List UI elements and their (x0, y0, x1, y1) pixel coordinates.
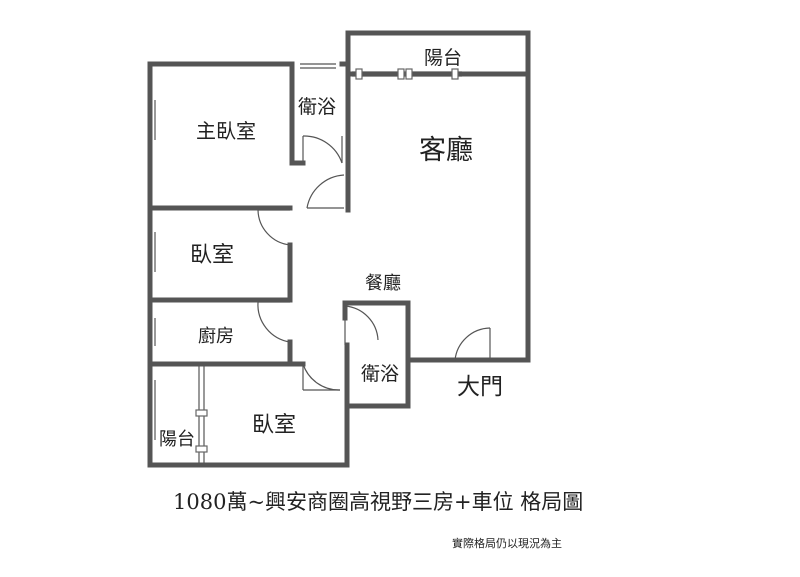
windows (149, 63, 462, 463)
room-label-main-door: 大門 (457, 374, 503, 400)
doors (257, 135, 491, 391)
room-label-balcony-bottom: 陽台 (159, 429, 195, 450)
walls (147, 30, 531, 468)
plan-title: 1080萬~興安商圈高視野三房+車位 格局圖 (173, 490, 584, 514)
room-label-kitchen: 廚房 (198, 325, 234, 347)
room-label-bedroom-bottom: 臥室 (252, 413, 296, 438)
room-label-bath-small: 衛浴 (361, 363, 399, 385)
room-label-master-bedroom: 主臥室 (196, 119, 256, 143)
room-label-master-bath: 衛浴 (298, 96, 336, 118)
plan-disclaimer: 實際格局仍以現況為主 (452, 537, 562, 550)
room-label-dining-room: 餐廳 (365, 273, 401, 294)
floor-plan: 陽台 衛浴 主臥室 客廳 臥室 餐廳 廚房 衛浴 大門 陽台 臥室 (147, 30, 531, 468)
room-label-living-room: 客廳 (419, 135, 473, 166)
room-label-bedroom-middle: 臥室 (190, 243, 234, 268)
room-label-balcony-top: 陽台 (424, 47, 462, 69)
